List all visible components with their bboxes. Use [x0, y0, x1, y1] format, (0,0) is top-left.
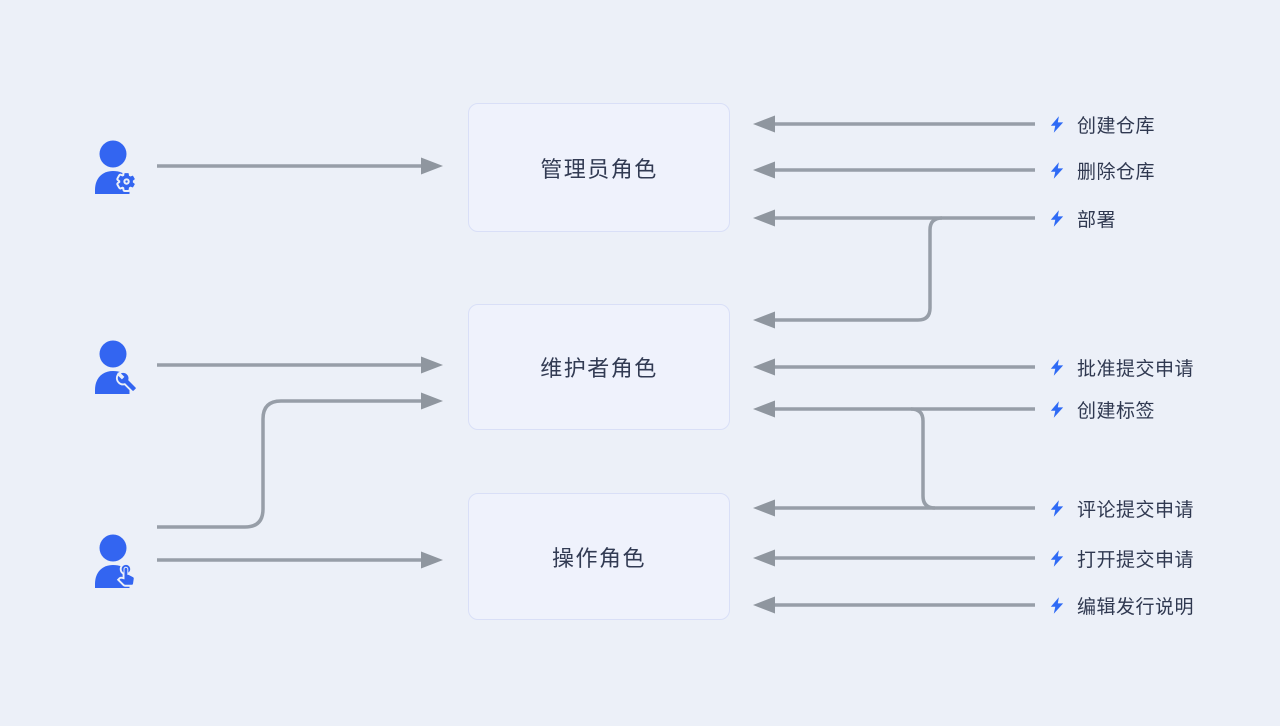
action-label: 部署 [1077, 209, 1117, 231]
connector-operator-user-to-maintainer-role [157, 392, 443, 529]
role-box-maintainer: 维护者角色 [468, 304, 730, 430]
connector-admin-user-to-admin-role [157, 157, 443, 175]
role-box-admin: 管理员角色 [468, 103, 730, 232]
bolt-icon [1050, 115, 1064, 133]
operator-user [94, 534, 140, 593]
action-delete-repo: 删除仓库 [1048, 156, 1155, 184]
bolt-icon [1050, 209, 1064, 227]
action-label: 删除仓库 [1077, 161, 1156, 183]
action-label: 编辑发行说明 [1077, 596, 1195, 618]
connector-maintainer-user-to-maintainer-role [157, 356, 443, 374]
user-gear-icon [95, 140, 137, 194]
connector-create-tag-to-maintainer-role [753, 400, 1035, 418]
action-create-repo: 创建仓库 [1048, 110, 1155, 138]
connector-delete-repo-to-admin-role [753, 161, 1035, 179]
connector-edit-release-notes-to-operator-role [753, 596, 1035, 614]
connector-open-pr-to-operator-role [753, 549, 1035, 567]
bolt-icon [1050, 161, 1064, 179]
maintainer-user [94, 340, 140, 399]
connector-approve-pr-to-maintainer-role [753, 358, 1035, 376]
action-label: 打开提交申请 [1077, 549, 1195, 571]
role-label-operator: 操作角色 [551, 545, 646, 571]
connector-deploy-branch-to-maintainer-role [753, 216, 943, 329]
action-create-tag: 创建标签 [1048, 395, 1155, 423]
connector-comment-pr-to-operator-role [753, 499, 1035, 517]
action-comment-pr: 评论提交申请 [1048, 494, 1194, 522]
connector-create-repo-to-admin-role [753, 115, 1035, 133]
action-label: 创建标签 [1077, 400, 1156, 422]
bolt-icon [1050, 499, 1064, 517]
connector-deploy-to-admin-role [753, 209, 1035, 227]
bolt-icon [1050, 549, 1064, 567]
user-wrench-icon [95, 340, 138, 394]
admin-user [94, 140, 140, 199]
connector-operator-user-to-operator-role [157, 551, 443, 569]
role-label-admin: 管理员角色 [540, 156, 658, 182]
bolt-icon [1050, 400, 1064, 418]
action-approve-pr: 批准提交申请 [1048, 353, 1194, 381]
role-label-maintainer: 维护者角色 [540, 356, 658, 381]
action-deploy: 部署 [1048, 204, 1116, 232]
bolt-icon [1050, 358, 1064, 376]
action-label: 创建仓库 [1077, 115, 1156, 137]
user-touch-icon [95, 534, 136, 588]
role-box-operator: 操作角色 [468, 493, 730, 620]
action-label: 批准提交申请 [1077, 358, 1195, 380]
action-edit-release-notes: 编辑发行说明 [1048, 591, 1194, 619]
action-label: 评论提交申请 [1077, 499, 1195, 521]
bolt-icon [1050, 596, 1064, 614]
action-open-pr: 打开提交申请 [1048, 544, 1194, 572]
connector-comment-pr-branch-to-maintainer-role [910, 407, 936, 510]
